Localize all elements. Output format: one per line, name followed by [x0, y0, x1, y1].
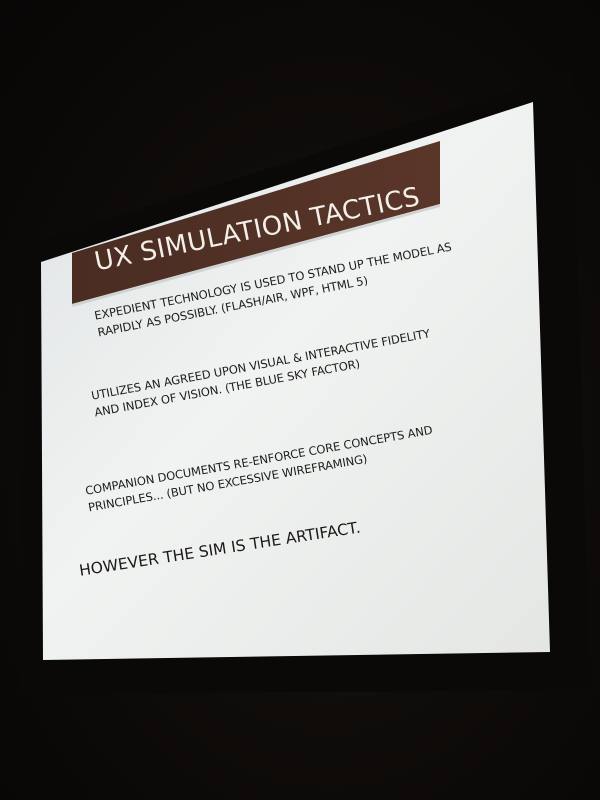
bullet-visual-fidelity: UTILIZES AN AGREED UPON VISUAL & INTERAC… — [90, 325, 434, 421]
bullet-companion-documents: COMPANION DOCUMENTS RE-ENFORCE CORE CONC… — [84, 422, 437, 517]
slide-conclusion: HOWEVER THE SIM IS THE ARTIFACT. — [78, 518, 362, 580]
title-bar — [72, 141, 440, 304]
title-underline — [72, 204, 440, 307]
